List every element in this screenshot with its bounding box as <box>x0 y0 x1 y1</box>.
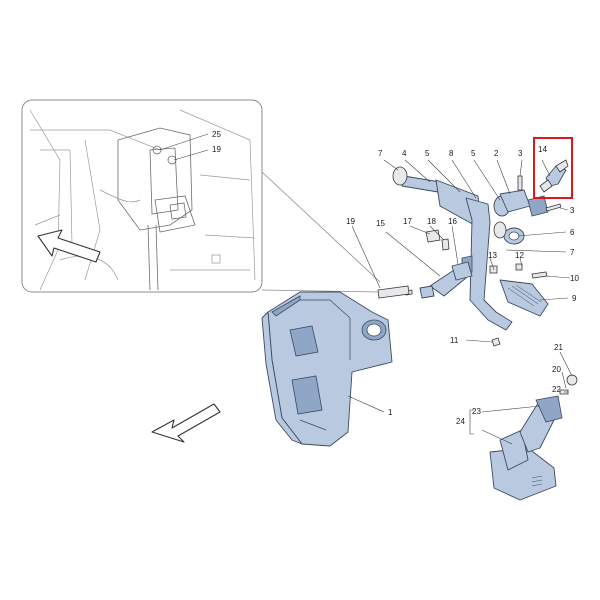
label-19-inset: 19 <box>212 145 221 154</box>
label-20: 20 <box>552 365 561 374</box>
label-23: 23 <box>472 407 481 416</box>
pedal-box-housing <box>261 291 393 447</box>
label-4: 4 <box>402 149 407 158</box>
label-2: 2 <box>494 149 499 158</box>
inset-detail-view: 25 19 <box>21 99 381 293</box>
label-8: 8 <box>449 149 454 158</box>
inset-pedal-box <box>117 127 196 291</box>
label-1: 1 <box>388 408 393 417</box>
label-7-right: 7 <box>570 248 575 257</box>
label-16: 16 <box>448 217 457 226</box>
label-15: 15 <box>376 219 385 228</box>
label-17: 17 <box>403 217 412 226</box>
label-13: 13 <box>488 251 497 260</box>
label-6: 6 <box>570 228 575 237</box>
callout-labels: 7 4 5 8 5 2 3 14 3 6 7 10 9 12 13 11 15 … <box>346 145 579 426</box>
label-3-top: 3 <box>518 149 523 158</box>
label-3-right: 3 <box>570 206 575 215</box>
label-5-left: 5 <box>425 149 430 158</box>
label-21: 21 <box>554 343 563 352</box>
label-22: 22 <box>552 385 561 394</box>
leader-lines <box>351 159 573 445</box>
label-24: 24 <box>456 417 465 426</box>
label-7-top: 7 <box>378 149 383 158</box>
direction-arrow-icon <box>37 229 101 263</box>
label-18: 18 <box>427 217 436 226</box>
label-12: 12 <box>515 251 524 260</box>
accelerator-pedal <box>489 374 578 501</box>
bolt-19 <box>377 285 410 299</box>
pushrod-assembly <box>405 229 473 299</box>
pedal-shaft <box>392 166 481 227</box>
label-5-right: 5 <box>471 149 476 158</box>
label-11: 11 <box>450 336 459 345</box>
highlight-box <box>533 137 573 199</box>
direction-arrow-icon <box>151 403 221 443</box>
label-10: 10 <box>570 274 579 283</box>
label-19: 19 <box>346 217 355 226</box>
pedal-pad <box>499 279 549 317</box>
brake-switch-sensor <box>533 137 573 199</box>
label-14: 14 <box>538 145 547 154</box>
label-9: 9 <box>572 294 577 303</box>
label-25: 25 <box>212 130 221 139</box>
